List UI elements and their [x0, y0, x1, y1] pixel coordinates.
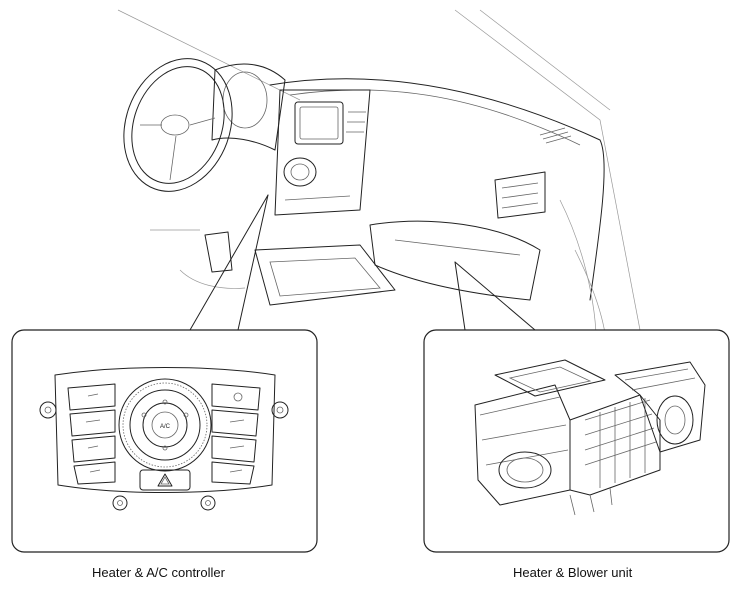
- heater-case-lobe: [498, 451, 552, 489]
- dashboard-top-inner: [289, 89, 581, 146]
- left-button-column: [67, 383, 116, 485]
- blower-motor-housing: [614, 361, 706, 453]
- callout-panel-blower: [423, 329, 730, 553]
- a-pillar-line: [454, 9, 641, 331]
- right-button-column: [211, 383, 261, 485]
- windshield-line: [117, 9, 301, 101]
- leader-right-b: [454, 261, 536, 331]
- leader-left-a: [189, 194, 269, 331]
- leader-right-a: [454, 261, 466, 331]
- center-stack: [274, 89, 371, 216]
- callout-panel-controller: A/C: [11, 329, 318, 553]
- dashboard-top-edge: [269, 78, 605, 301]
- caption-heater-blower-unit: Heater & Blower unit: [513, 565, 633, 580]
- hazard-button: [139, 469, 191, 491]
- top-duct-frame: [494, 359, 606, 397]
- mount-tab-left: [39, 401, 57, 419]
- defrost-grille: [539, 127, 572, 144]
- right-air-vent: [494, 171, 546, 219]
- steering-wheel: [123, 58, 233, 192]
- display-screen: [294, 101, 344, 145]
- control-knob-ring: [283, 157, 317, 187]
- temperature-dial: [118, 378, 212, 472]
- blower-fan-scroll: [656, 395, 694, 445]
- callout-leaders: [189, 194, 536, 331]
- a-pillar-inner-line: [479, 9, 611, 111]
- caption-heater-ac-controller: Heater & A/C controller: [92, 565, 225, 580]
- panel-frame-right: [423, 329, 730, 553]
- center-console: [254, 244, 396, 306]
- car-interior-drawing: [117, 9, 641, 361]
- controller-bezel: [54, 367, 276, 493]
- hazard-triangle-icon: [157, 473, 173, 487]
- mount-tab-right: [271, 401, 289, 419]
- leader-left-b: [237, 194, 269, 331]
- mount-tab-bottom-left: [112, 495, 128, 511]
- gauge-outline: [222, 71, 268, 129]
- glovebox: [369, 220, 541, 301]
- center-vents: [346, 111, 366, 133]
- instrument-cluster-hood: [211, 63, 286, 151]
- mount-tab-bottom-right: [200, 495, 216, 511]
- panel-frame-left: [11, 329, 318, 553]
- gear-shifter: [204, 231, 233, 273]
- blower-unit-illustration: [474, 359, 706, 516]
- ac-controller-illustration: A/C: [39, 367, 289, 511]
- ac-button-label: A/C: [160, 424, 171, 430]
